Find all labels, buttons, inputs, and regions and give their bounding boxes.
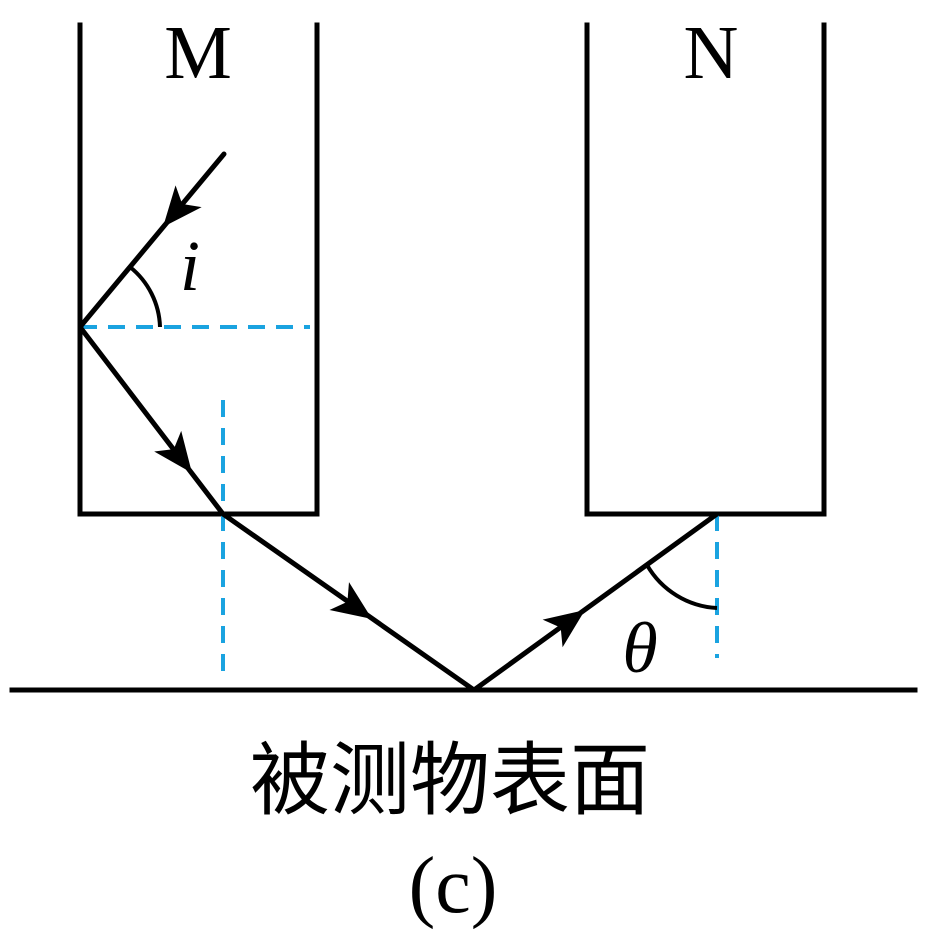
arrow-down-surface-icon [329,582,372,619]
angle-i-arc [128,265,162,328]
ray-from-surface [471,511,720,693]
reflected-ray-in-m [77,324,226,517]
arrow-incident-icon [163,185,202,227]
incident-ray [77,151,227,330]
block-m-outline [77,22,320,517]
arrow-up-surface-icon [542,610,585,648]
surface-caption: 被测物表面 [250,734,650,827]
arrow-reflected-icon [154,430,192,473]
block-n-outline [584,22,827,517]
block-m-label: M [164,11,232,95]
angle-i-label: i [180,226,200,306]
angle-theta-arc [645,564,718,610]
block-n-label: N [684,11,739,95]
angle-theta-label: θ [622,608,657,688]
subfigure-label: (c) [409,842,498,930]
